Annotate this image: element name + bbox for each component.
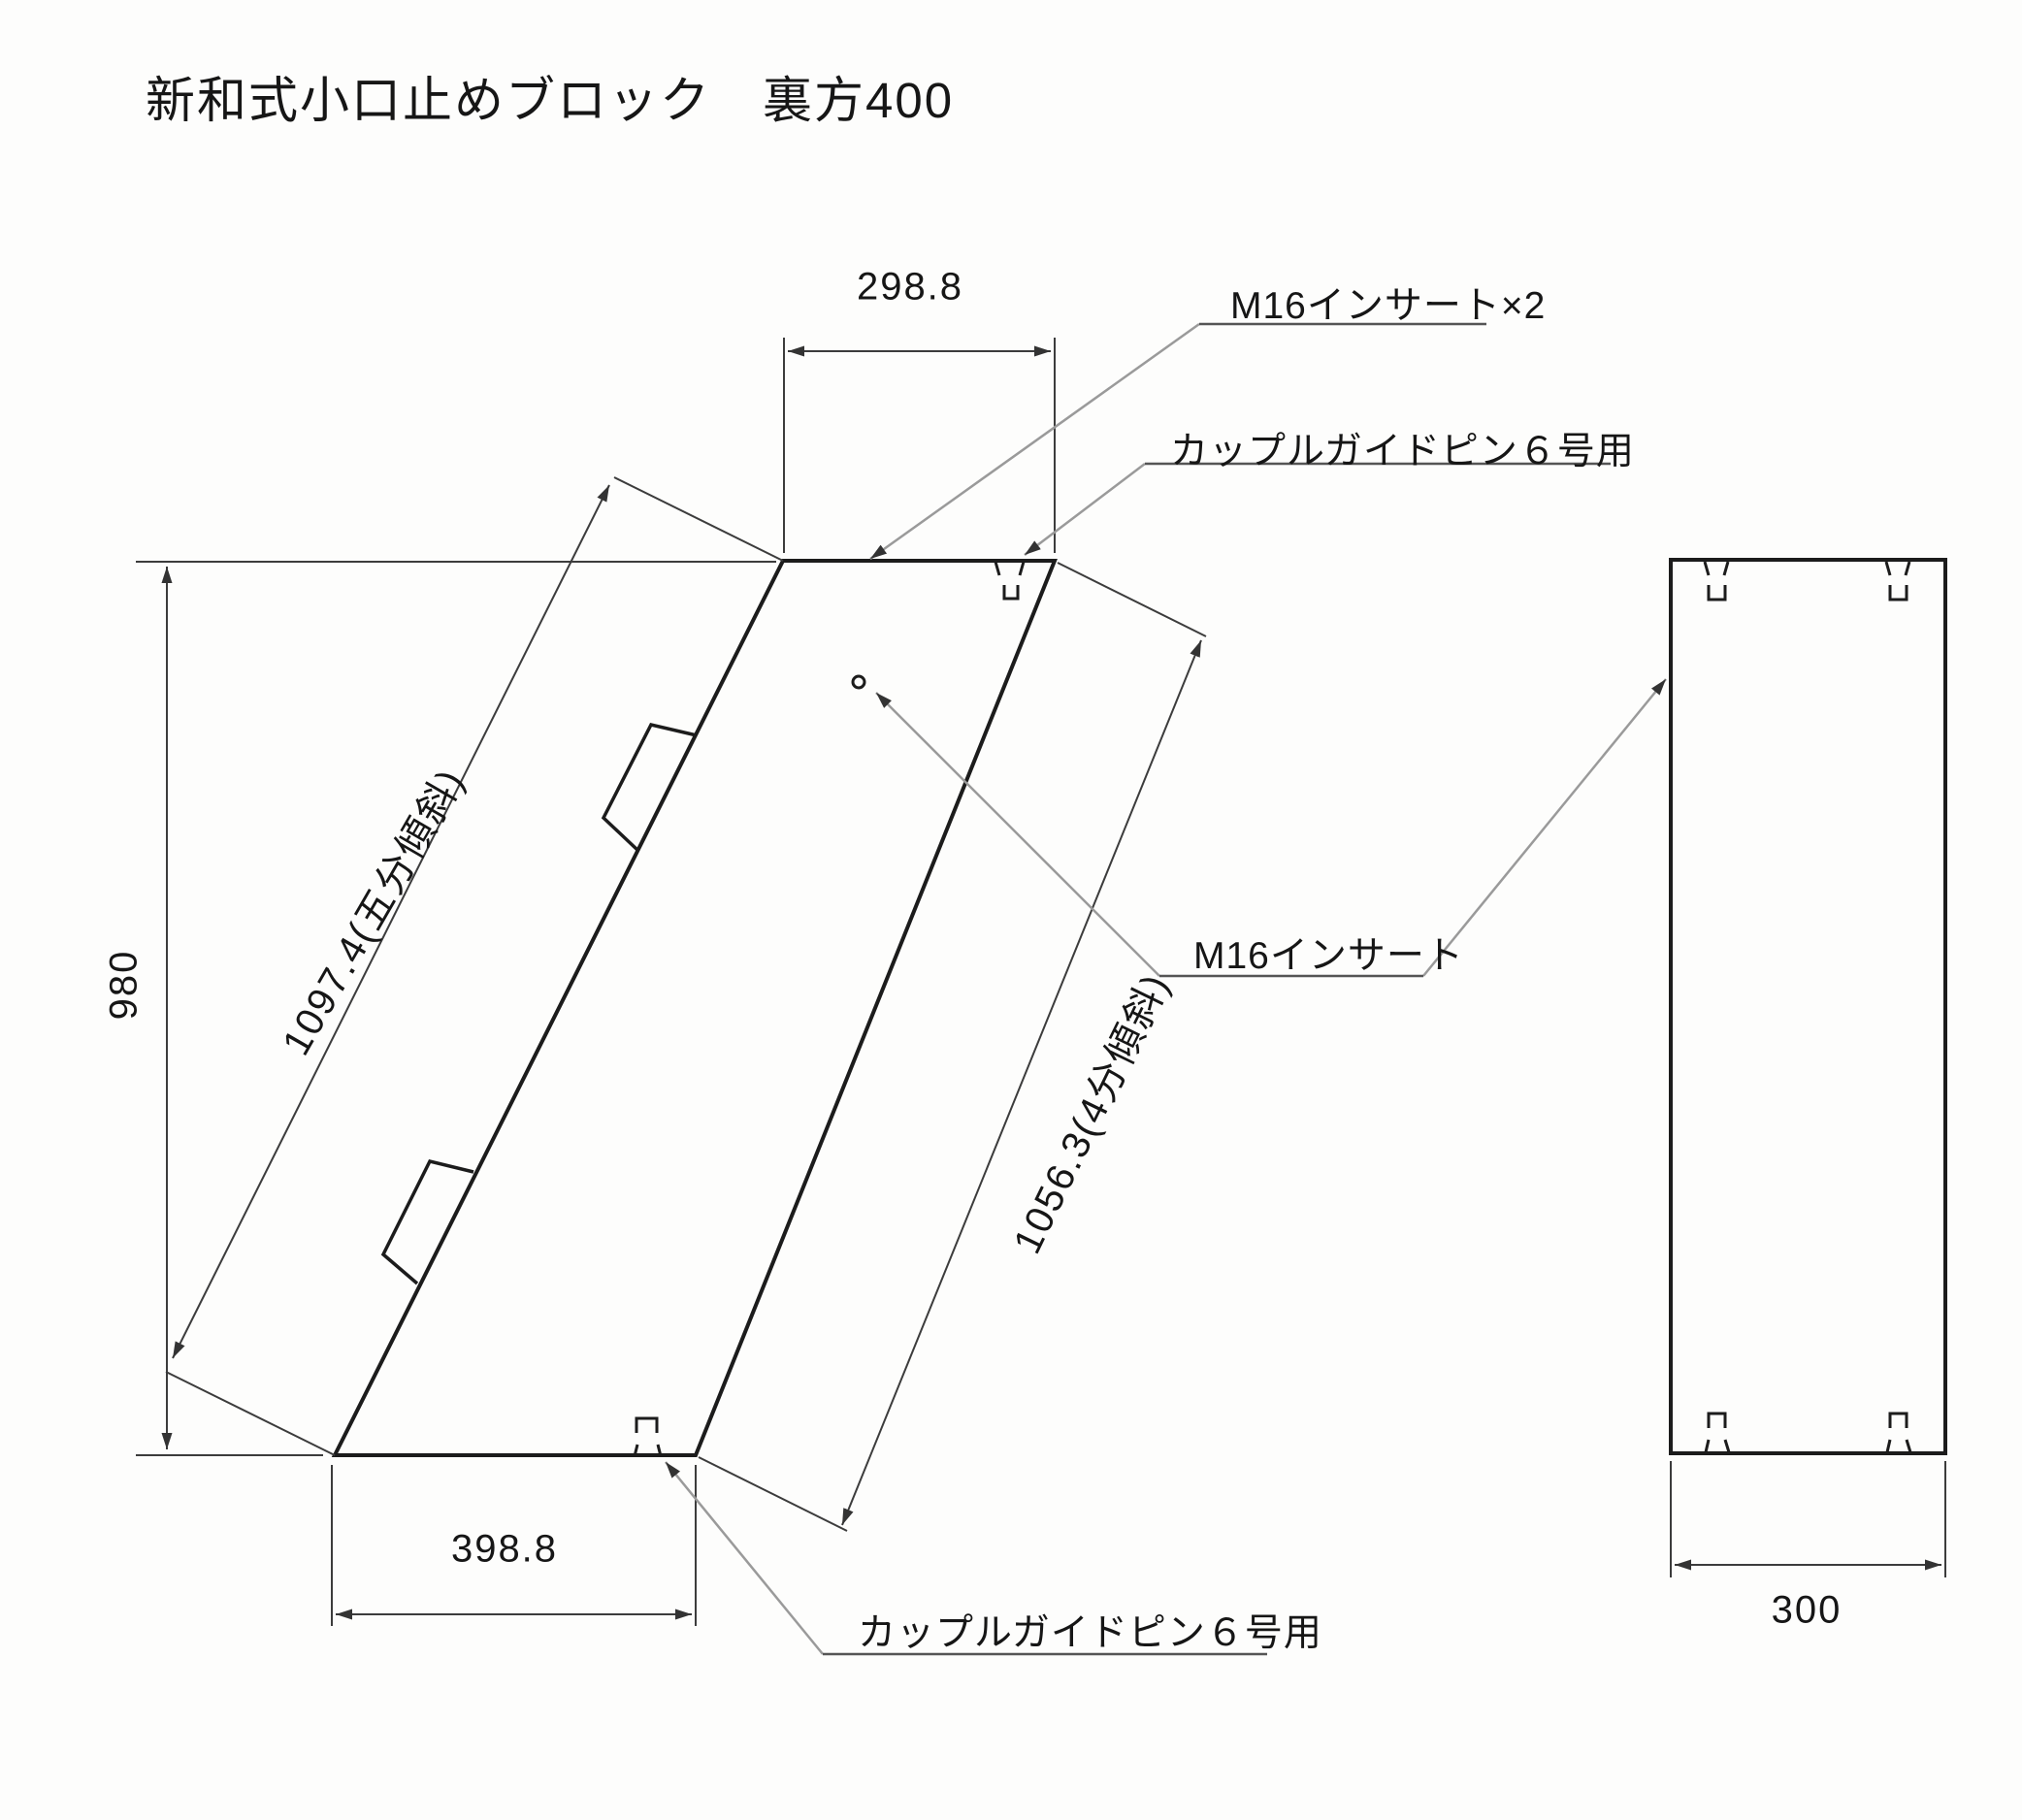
step-upper: [601, 722, 698, 853]
side-top-right-u: [1888, 585, 1908, 601]
leader-m16-to-hole: [875, 692, 1160, 977]
drawing-title: 新和式小口止めブロック 裏方400: [146, 73, 955, 128]
side-bottom-left-u: [1707, 1412, 1727, 1428]
dim-line-left-slope: [172, 484, 610, 1359]
side-bottom-right-ticks: [1885, 1439, 1912, 1453]
leader-m16-to-side: [1422, 678, 1667, 977]
leader-guidepin-top: [1024, 463, 1146, 556]
dim-top-width: 298.8: [856, 265, 964, 309]
main-view-notches: [633, 561, 1026, 1457]
leader-m16x2: [869, 322, 1200, 561]
dim-side-width: 300: [1771, 1588, 1843, 1632]
label-guide-pin-top: カップルガイドピン６号用: [1170, 431, 1635, 472]
dimension-lines: [161, 345, 1941, 1620]
top-notch-u: [1002, 585, 1020, 601]
bottom-notch-u: [635, 1416, 659, 1433]
extension-lines: [136, 338, 1946, 1626]
bottom-notch-ticks: [633, 1444, 663, 1457]
callout-underlines: [823, 322, 1611, 1656]
main-view-outline: [331, 559, 1058, 1457]
side-bottom-left-ticks: [1704, 1439, 1731, 1453]
side-view-outline: [1669, 558, 1947, 1455]
side-view-rect: [1669, 558, 1947, 1455]
leader-lines: [665, 322, 1667, 1655]
side-top-left-u: [1707, 585, 1727, 601]
block-outline: [331, 559, 1058, 1457]
side-top-right-ticks: [1884, 561, 1911, 576]
side-view-notches: [1703, 561, 1912, 1453]
label-m16-insert: M16インサート: [1193, 935, 1464, 977]
dim-bottom-width: 398.8: [450, 1527, 559, 1571]
top-notch-ticks: [994, 561, 1026, 576]
label-m16-insert-x2: M16インサート×2: [1230, 285, 1547, 327]
side-top-left-ticks: [1703, 561, 1730, 576]
m16-insert-hole: [851, 674, 866, 690]
side-bottom-right-u: [1888, 1412, 1908, 1428]
dim-height: 980: [102, 949, 146, 1021]
dim-line-right-slope: [841, 639, 1202, 1526]
leader-guidepin-bottom: [665, 1461, 824, 1655]
label-guide-pin-bottom: カップルガイドピン６号用: [858, 1612, 1322, 1654]
